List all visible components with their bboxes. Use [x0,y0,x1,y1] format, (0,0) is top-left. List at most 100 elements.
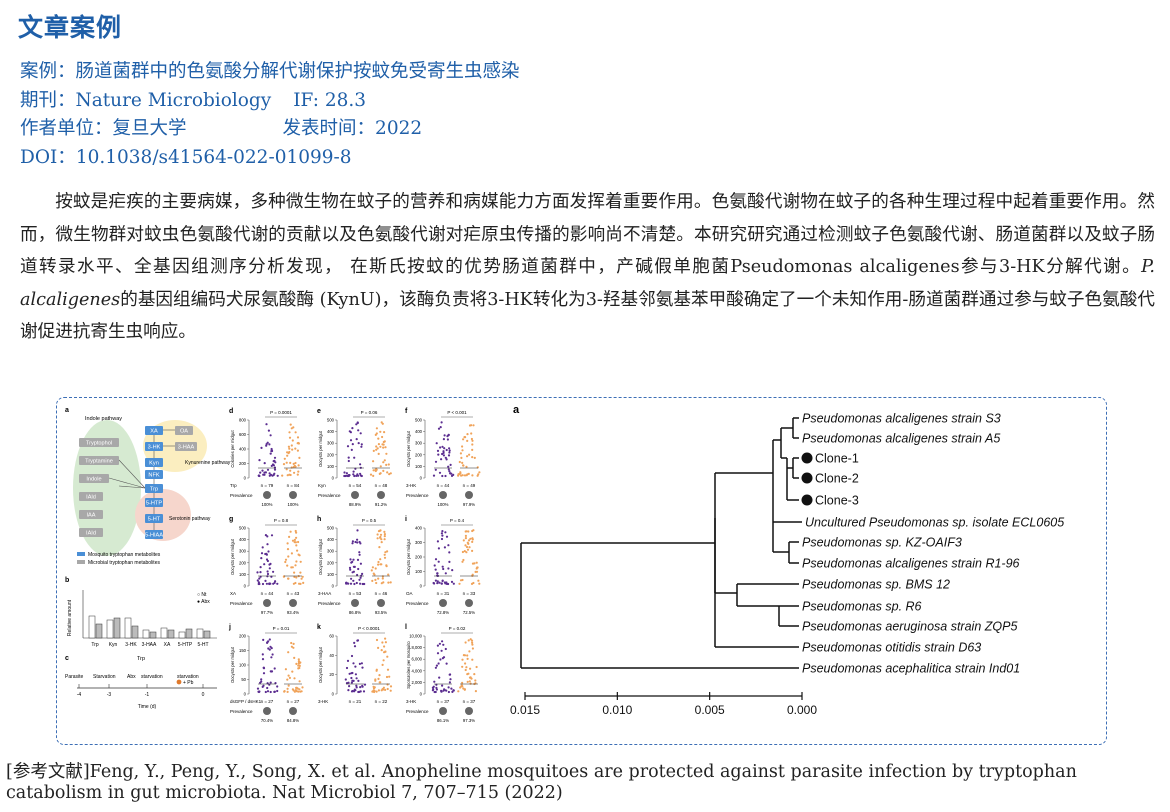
scatter-point [466,673,469,676]
scatter-point [362,690,366,693]
c-ticklabel: -3 [107,692,112,698]
scatter-point [273,468,277,471]
trp-box [145,484,163,493]
scatter-point [265,582,268,585]
scatter-point [358,553,361,556]
scatter-point [375,448,378,451]
scatter-point [464,534,467,537]
scatter-point [357,679,360,682]
scatter-point [352,470,355,473]
prevalence-pie [465,707,473,715]
scatter-point [283,457,286,460]
scatter-point [441,445,444,448]
p-value: P = 0.8 [274,518,289,523]
scatter-point [344,474,347,478]
scatter-point [461,560,464,563]
bar-nt [142,629,150,639]
tree-taxon: Pseudomonas alcaligenes strain S3 [802,412,1001,426]
n-label: n = 43 [287,591,300,596]
n-label: n = 84 [287,483,300,488]
scatter-point [266,572,270,576]
scatter-point [376,447,379,450]
scatter-point [266,570,269,573]
scatter-point [371,579,374,582]
scatter-point [286,687,289,690]
scatter-point [450,687,453,690]
scatter-point [351,427,354,430]
scatter-point [384,650,387,653]
b-xtick: Kyn [109,642,118,648]
scatter-point [258,582,261,586]
panel-label: e [317,408,321,415]
kyn-label: Kyn [149,461,159,467]
panel-label: a [65,407,69,414]
scatter-point [264,534,267,537]
scatter-point [471,537,474,540]
scatter-point [269,670,272,673]
panel-label: l [405,624,407,631]
scatter-point [357,474,360,477]
scatter-point [475,561,478,564]
scatter-point [447,686,450,689]
tryptamine-box [79,456,119,465]
scatter-point [383,535,386,538]
scatter-point [443,447,446,450]
scatter-point [352,662,355,665]
scatter-point [438,581,441,584]
scatter-point [295,536,298,539]
scatter-point [274,682,277,685]
scatter-point [377,689,380,692]
scatter-yticklabel: 100 [239,572,247,577]
scatter-point [268,638,271,641]
bar-abx [131,625,139,639]
scatter-point [284,558,288,561]
scatter-point [290,641,293,645]
indole-pathway-label: Indole pathway [85,416,122,422]
scatter-point [361,666,364,669]
scatter-point [261,546,264,549]
scatter-point [299,661,302,664]
scatter-point [348,474,351,477]
tree-taxon: Pseudomonas alcaligenes strain A5 [802,432,1000,446]
scatter-point [256,579,259,582]
scatter-point [361,572,364,575]
b-xtick: 3-HK [125,642,137,648]
scatter-point [462,438,465,441]
prevalence-value: 70.4% [261,718,273,723]
scatter-point [371,690,374,693]
scatter-yticklabel: 200 [239,634,247,639]
scatter-point [464,641,467,644]
scatter-point [436,574,439,577]
metab-label: dsGFP / dsHK1 [230,699,262,704]
scatter-point [445,662,448,665]
scatter-ylabel: Colonies per midgut [230,430,235,468]
scatter-point [289,423,292,426]
b-legend-nt: ○ Nt [197,592,207,598]
scatter-yticklabel: 600 [239,432,247,437]
prevalence-pie [465,599,473,607]
c-trp: Trp [137,656,145,662]
p-value: P = 0.0001 [270,410,292,415]
scatter-point [465,545,469,549]
scatter-point [383,538,386,541]
scatter-point [358,690,361,693]
scatter-point [291,670,294,673]
scatter-point [355,581,358,585]
n-label: n = 27 [287,699,300,704]
prevalence-pie [263,599,271,607]
n-label: n = 33 [463,591,476,596]
scatter-point [384,551,387,554]
scatter-point [350,654,354,658]
bar-abx [185,628,193,639]
scatter-point [388,473,391,476]
scatter-point [369,473,373,476]
scatter-point [385,565,388,568]
scatter-point [358,662,361,665]
scatter-point [272,570,275,573]
p-value: P < 0.0001 [358,626,380,631]
scatter-point [295,662,298,665]
scatter-point [297,470,300,473]
scatter-point [383,553,386,556]
scatter-point [448,447,451,450]
